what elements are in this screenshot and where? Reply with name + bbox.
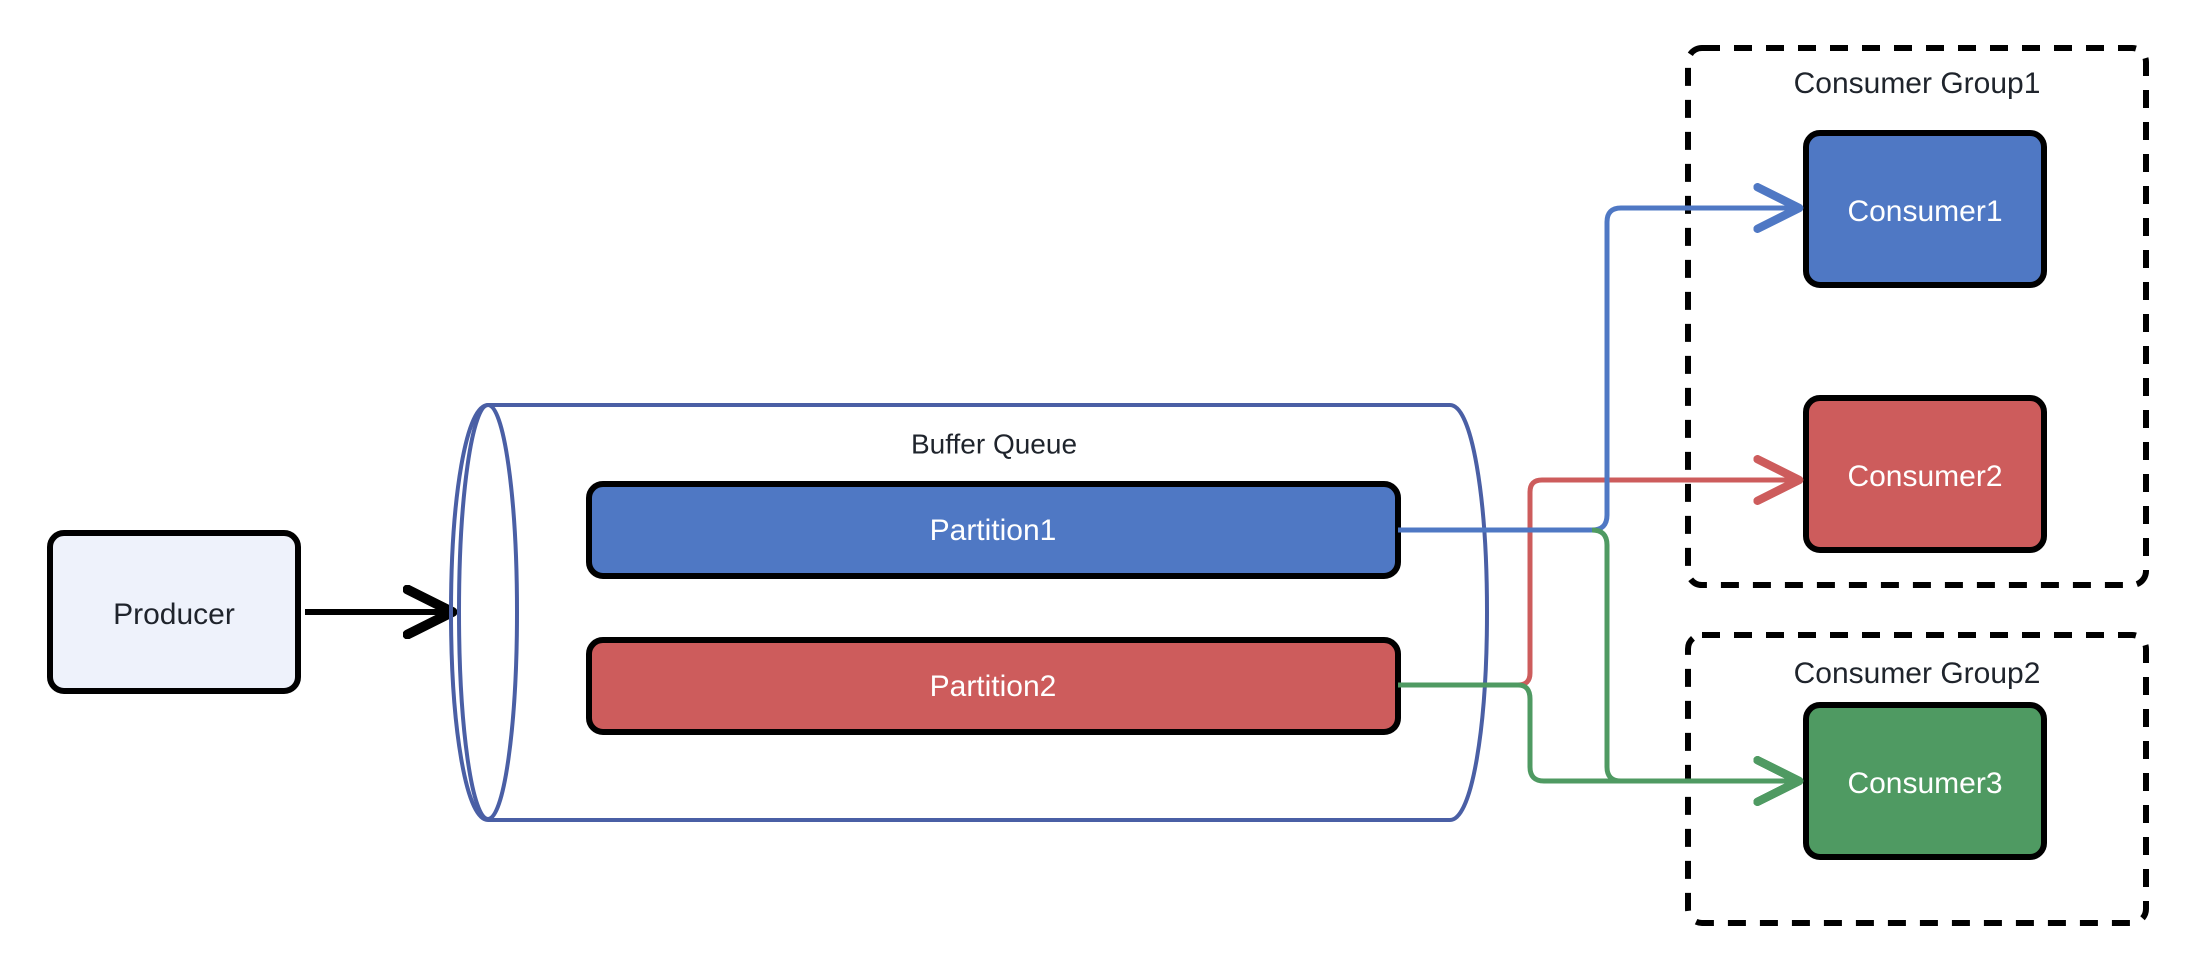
consumer-group-1-label: Consumer Group1 [1794,67,2041,100]
connector-partition1-to-consumer3 [1591,527,1804,806]
buffer-queue-label: Buffer Queue [911,428,1077,459]
consumer-group-1-border[interactable] [1685,45,2149,588]
producer-label: Producer [113,598,235,631]
partition2-label: Partition2 [930,670,1057,703]
consumer2-box[interactable] [1803,395,2047,553]
consumer2-node[interactable]: Consumer2 [1803,395,2047,553]
buffer-queue-node[interactable]: Buffer Queue [448,403,1490,822]
consumer-group-1[interactable]: Consumer Group1 [1685,45,2149,588]
consumer1-box[interactable] [1803,130,2047,288]
cylinder-left-ellipse [457,403,519,821]
partition2-node[interactable]: Partition2 [586,637,1401,735]
partition2-to-consumer3-path [1398,682,1804,806]
consumer3-box[interactable] [1803,702,2047,860]
producer-node[interactable]: Producer [47,530,301,694]
connector-partition2-to-consumer3 [1398,682,1804,806]
consumer2-label: Consumer2 [1847,460,2002,493]
cylinder-left-cap [448,403,489,822]
producer-box[interactable] [47,530,301,694]
partition1-to-consumer3-path [1591,527,1804,806]
cylinder-right-cap [1449,403,1490,822]
partition1-label: Partition1 [930,514,1057,547]
consumer-group-2-label: Consumer Group2 [1794,657,2041,690]
consumer1-node[interactable]: Consumer1 [1803,130,2047,288]
consumer3-label: Consumer3 [1847,767,2002,800]
connector-partition2-to-consumer2 [1505,455,1804,688]
partition1-node[interactable]: Partition1 [586,481,1401,579]
partition2-to-consumer2-path [1505,455,1804,688]
consumer1-label: Consumer1 [1847,195,2002,228]
consumer3-node[interactable]: Consumer3 [1803,702,2047,860]
